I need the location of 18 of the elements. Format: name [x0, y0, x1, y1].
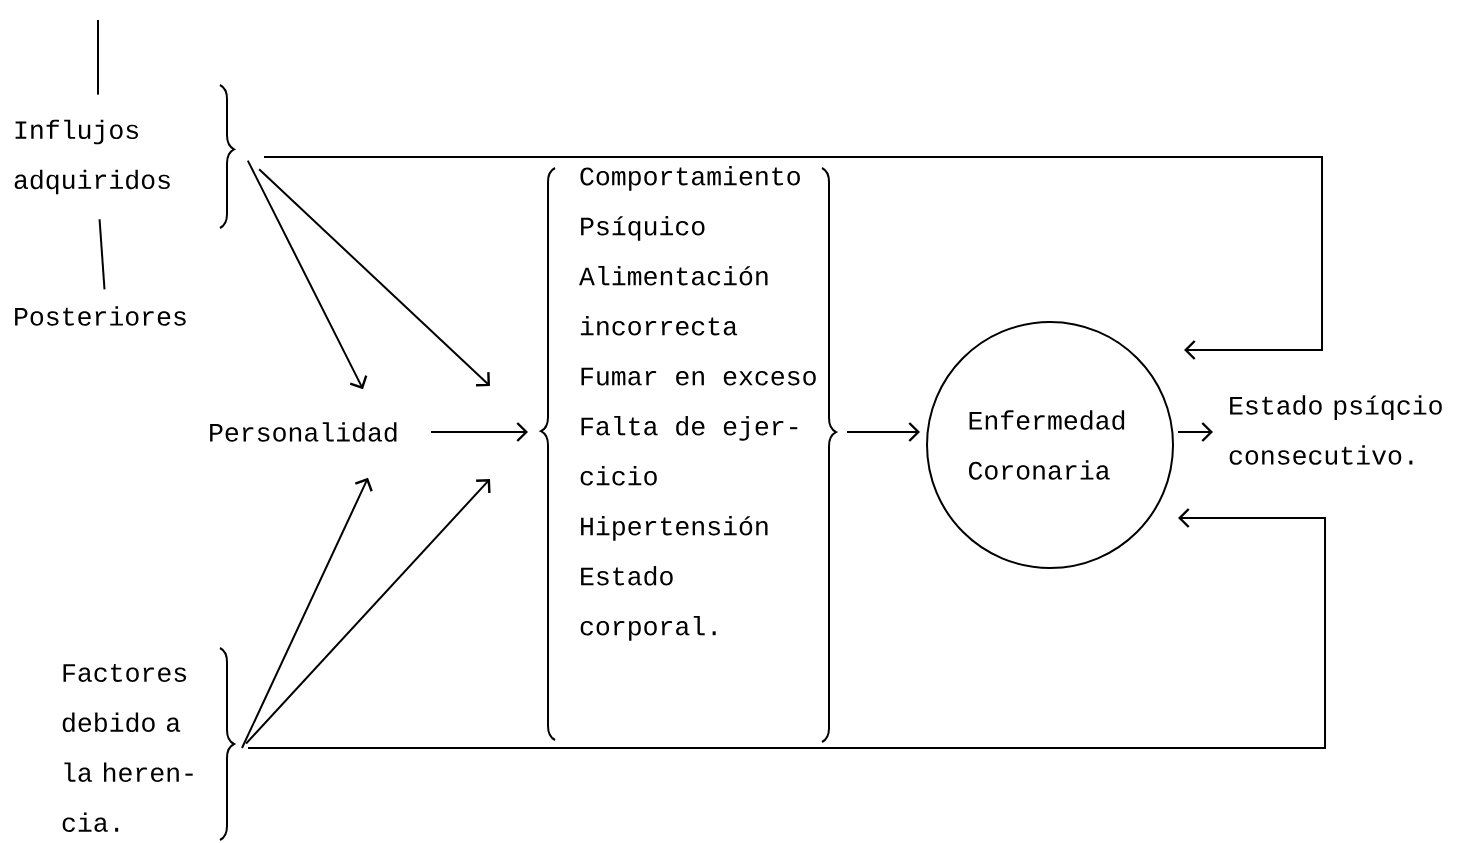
arrow: [241, 477, 373, 749]
text-label: Estado psíqcio consecutivo.: [1229, 395, 1442, 465]
arrow: [247, 508, 1326, 749]
arrow: [258, 168, 490, 387]
circle-node: Enfermedad Coronaria: [926, 321, 1174, 569]
bracketed-label: Influjos adquiridos: [14, 84, 235, 229]
text-label: Personalidad: [210, 422, 397, 442]
text-label: Posteriores: [15, 306, 186, 326]
connector-line: [97, 19, 99, 96]
arrow: [246, 159, 368, 390]
arrow: [245, 479, 491, 745]
arrow: [430, 422, 528, 442]
bracketed-label: Factores debido a la heren- cia.: [62, 647, 235, 841]
bracketed-list: Comportamiento Psíquico Alimentación incorrecta Fumar en exceso Falta de ejer- cicio Hipertensión Estado corporal.: [540, 166, 837, 743]
arrow: [1177, 422, 1213, 442]
arrow: [846, 422, 920, 442]
arrow: [263, 156, 1323, 360]
connector-line: [98, 218, 106, 291]
